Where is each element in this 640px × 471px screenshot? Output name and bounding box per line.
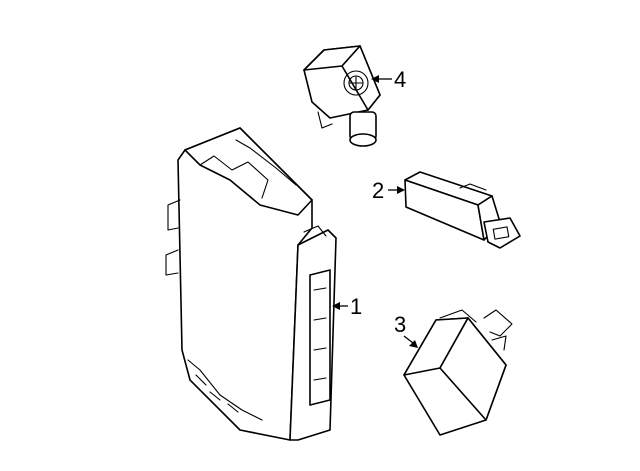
part-3-bracket-module bbox=[403, 309, 513, 436]
callout-3-label: 3 bbox=[394, 312, 406, 337]
callout-1: 1 bbox=[332, 294, 362, 319]
part-4-sensor bbox=[303, 45, 381, 147]
callout-2-label: 2 bbox=[372, 178, 384, 203]
part-1-control-module bbox=[165, 127, 337, 441]
callout-4: 4 bbox=[371, 67, 406, 92]
callout-1-label: 1 bbox=[350, 294, 362, 319]
callout-2: 2 bbox=[372, 178, 405, 203]
part-2-module bbox=[404, 171, 521, 249]
callout-4-label: 4 bbox=[394, 67, 406, 92]
callout-3: 3 bbox=[394, 312, 418, 348]
